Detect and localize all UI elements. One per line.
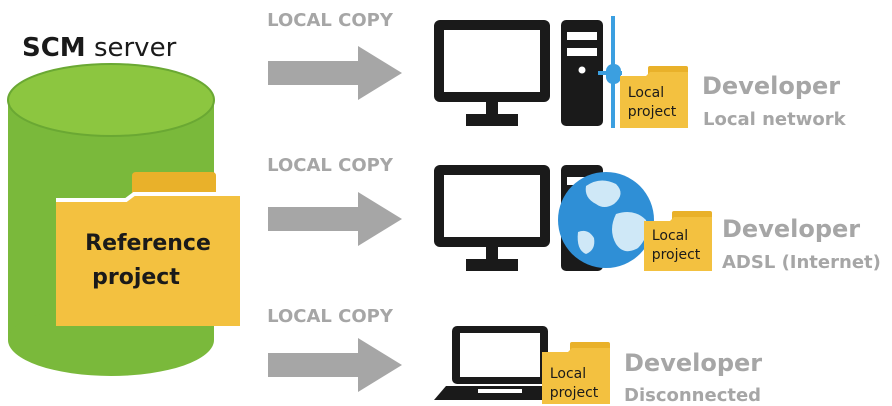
copy-label-3: LOCAL COPY [267,306,394,327]
globe-icon [558,172,654,268]
local-folder-label2-1: project [628,104,677,120]
local-folder-label2-3: project [550,385,599,401]
local-folder-label2-2: project [652,247,701,263]
laptop-icon [434,326,566,400]
local-folder-label1-2: Local [652,228,688,244]
developer-role-3: Developer [624,349,762,377]
developer-connection-1: Local network [703,109,847,130]
arrow-3 [268,338,402,392]
local-folder-label1-1: Local [628,85,664,101]
local-folder-icon-2 [644,211,712,271]
server-title-rest: server [86,33,177,63]
arrow-1 [268,46,402,100]
developer-role-1: Developer [702,72,840,100]
local-folder-icon-3 [542,342,610,404]
desktop-computer-icon-1 [434,20,603,126]
copy-label-1: LOCAL COPY [267,10,394,31]
developer-connection-3: Disconnected [624,385,761,406]
reference-folder-icon [56,172,240,326]
copy-label-2: LOCAL COPY [267,155,394,176]
local-folder-label1-3: Local [550,366,586,382]
server-title: SCM server [22,33,177,63]
reference-folder-line2: project [92,265,180,290]
server-title-bold: SCM [22,33,86,63]
arrow-2 [268,192,402,246]
reference-folder-line1: Reference [85,231,211,256]
local-folder-icon-1 [620,66,688,128]
developer-role-2: Developer [722,215,860,243]
network-cable-icon [598,16,622,128]
cylinder-top [7,63,215,137]
developer-connection-2: ADSL (Internet) [722,252,881,273]
